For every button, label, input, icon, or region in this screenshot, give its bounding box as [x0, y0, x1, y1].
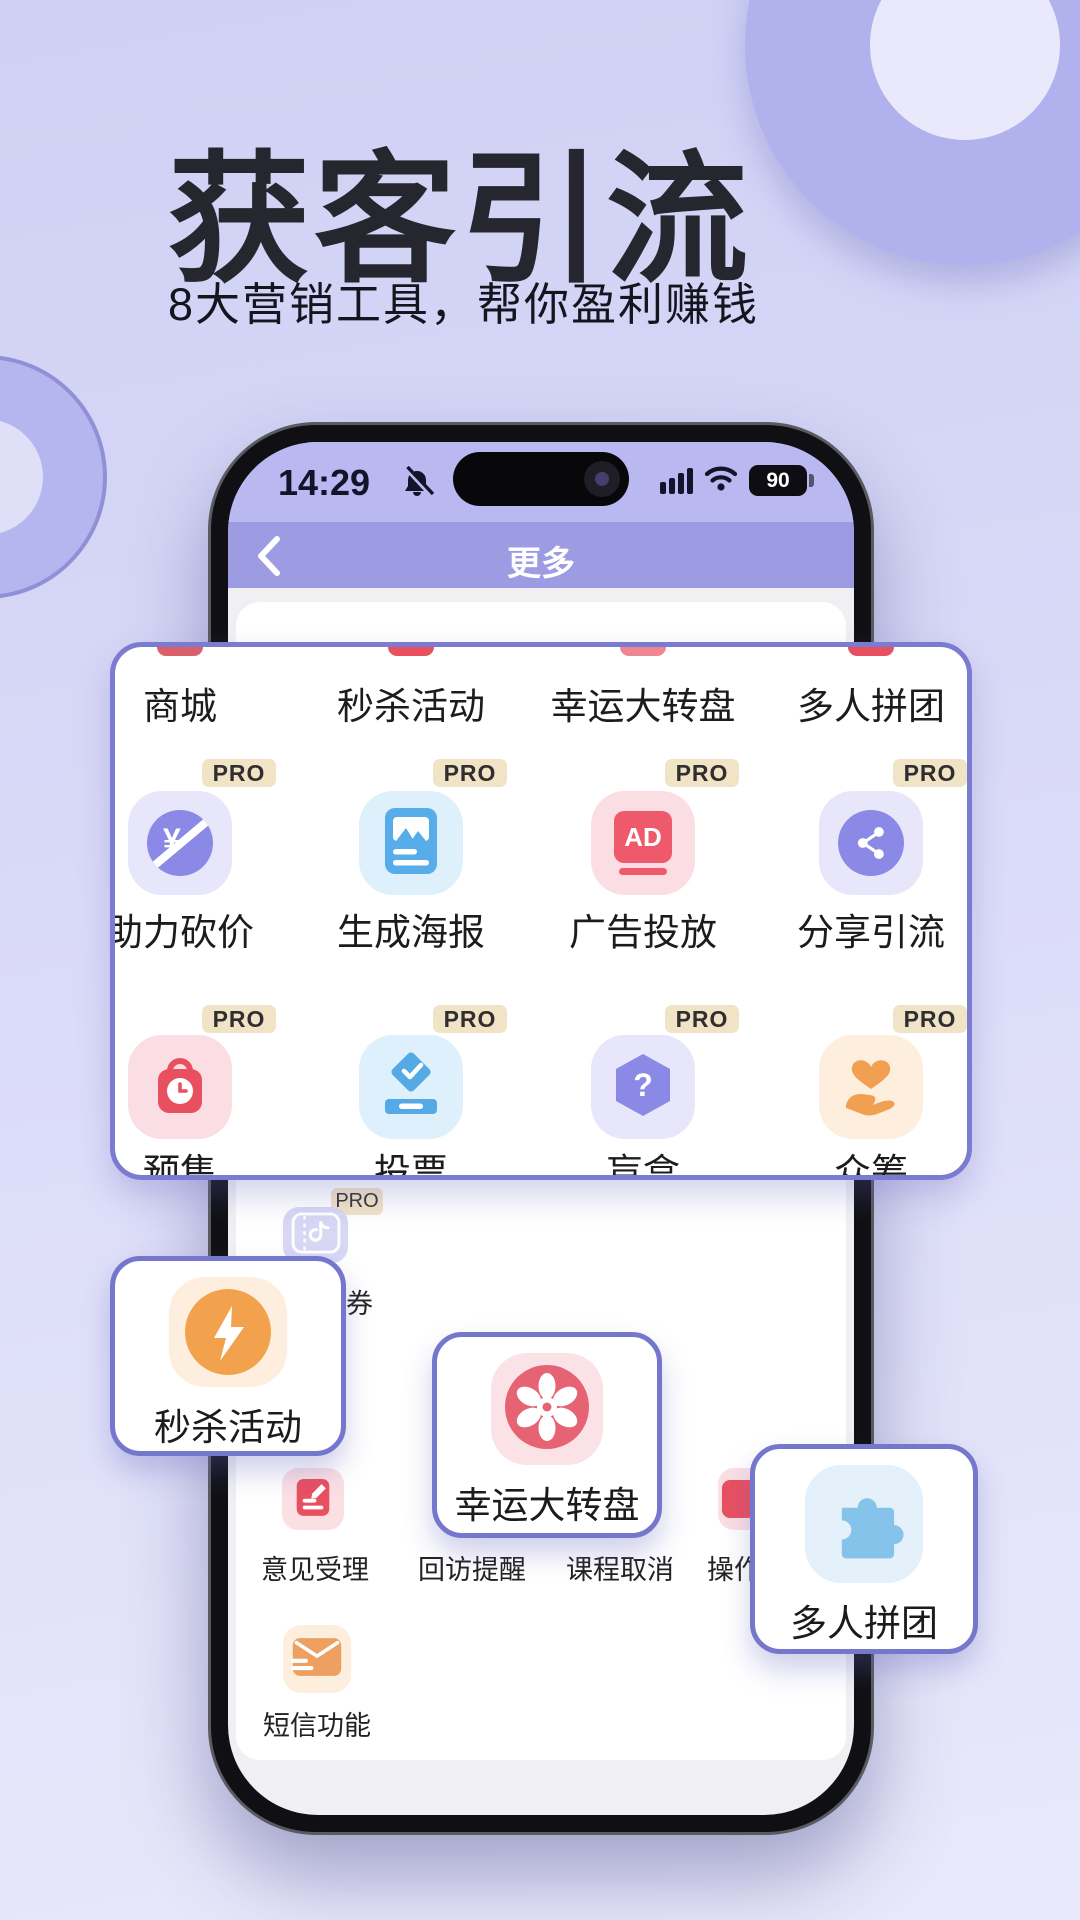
- poster-feature-button[interactable]: [359, 791, 463, 895]
- clock: 14:29: [278, 462, 371, 503]
- crowdfund-feature-button[interactable]: [819, 1035, 923, 1139]
- feedback-doc-icon: [289, 1473, 337, 1526]
- lightning-icon: [185, 1289, 271, 1375]
- page-subtitle: 8大营销工具，帮你盈利赚钱: [168, 279, 760, 330]
- group-buy-callout-label: 多人拼团: [790, 1603, 938, 1644]
- svg-text:?: ?: [633, 1067, 653, 1103]
- feedback-feature-label: 意见受理: [261, 1555, 369, 1585]
- feature-label-mall[interactable]: 商城: [143, 686, 217, 727]
- pro-badge: PRO: [433, 1005, 507, 1033]
- presale-feature-button[interactable]: [128, 1035, 232, 1139]
- coupon-feature-button[interactable]: [283, 1207, 348, 1263]
- status-bar: 14:29 90: [228, 442, 854, 522]
- crowdfund-icon: [838, 1052, 904, 1123]
- sms-feature-button[interactable]: [283, 1625, 351, 1693]
- feature-label-ad[interactable]: 广告投放: [569, 912, 717, 953]
- feature-label-lucky-wheel[interactable]: 幸运大转盘: [550, 686, 736, 727]
- poster-icon: [385, 807, 437, 879]
- feature-label-poster[interactable]: 生成海报: [337, 912, 485, 953]
- flash-sale-callout-label: 秒杀活动: [154, 1407, 302, 1448]
- nav-title: 更多: [507, 545, 575, 583]
- feature-label-group-buy[interactable]: 多人拼团: [797, 686, 945, 727]
- clipped-icon-sliver: [388, 647, 434, 656]
- decorative-ring-left: [0, 359, 103, 595]
- back-button[interactable]: [254, 535, 284, 577]
- pro-badge: PRO: [433, 759, 507, 787]
- course-cancel-label: 课程取消: [566, 1555, 674, 1585]
- sms-feature-label: 短信功能: [263, 1711, 371, 1741]
- pro-badge: PRO: [893, 759, 967, 787]
- lucky-wheel-icon: [504, 1364, 590, 1455]
- feature-label-presale[interactable]: 预售: [143, 1152, 217, 1180]
- feature-label-vote[interactable]: 投票: [374, 1152, 448, 1180]
- pro-badge: PRO: [202, 1005, 276, 1033]
- mute-bell-icon: [400, 465, 435, 505]
- clipped-icon-sliver: [157, 647, 203, 656]
- callback-reminder-label: 回访提醒: [418, 1555, 526, 1585]
- signal-icon: [660, 467, 693, 494]
- bargain-icon: ¥: [147, 810, 213, 876]
- tiktok-coupon-icon: [291, 1211, 341, 1259]
- zoom-panel: 商城 秒杀活动 幸运大转盘 多人拼团 PRO PRO PRO PRO ¥ AD: [110, 642, 972, 1180]
- puzzle-icon: [824, 1484, 904, 1565]
- dynamic-island: [453, 452, 629, 506]
- pro-badge: PRO: [893, 1005, 967, 1033]
- feedback-feature-button[interactable]: [282, 1468, 344, 1530]
- blind-box-feature-button[interactable]: ?: [591, 1035, 695, 1139]
- feature-label-blind-box[interactable]: 盲盒: [606, 1152, 680, 1180]
- pro-badge: PRO: [331, 1188, 383, 1215]
- share-feature-button[interactable]: [819, 791, 923, 895]
- share-icon: [838, 810, 904, 876]
- feature-label-crowdfund[interactable]: 众筹: [834, 1152, 908, 1180]
- vote-icon: [378, 1051, 444, 1124]
- sms-envelope-icon: [291, 1634, 343, 1685]
- page-title: 获客引流: [168, 141, 752, 300]
- blind-box-icon: ?: [612, 1052, 674, 1123]
- battery-icon: 90: [749, 465, 814, 496]
- ad-feature-button[interactable]: AD: [591, 791, 695, 895]
- clipped-icon-sliver: [620, 647, 666, 656]
- coupon-feature-label: 券: [346, 1289, 373, 1319]
- pro-badge: PRO: [665, 1005, 739, 1033]
- clipped-icon-sliver: [848, 647, 894, 656]
- decorative-ring-top-right: [745, 0, 1080, 265]
- nav-bar: 更多: [228, 522, 854, 588]
- flash-sale-callout-card[interactable]: 秒杀活动: [110, 1256, 346, 1456]
- battery-level: 90: [749, 465, 807, 496]
- wifi-icon: [704, 464, 738, 497]
- presale-bag-icon: [150, 1051, 210, 1124]
- ad-icon: AD: [614, 811, 672, 863]
- camera-icon: [584, 461, 620, 497]
- feature-label-flash-sale[interactable]: 秒杀活动: [337, 686, 485, 727]
- pro-badge: PRO: [665, 759, 739, 787]
- lucky-wheel-callout-label: 幸运大转盘: [454, 1485, 640, 1526]
- pro-badge: PRO: [202, 759, 276, 787]
- lucky-wheel-callout-card[interactable]: 幸运大转盘: [432, 1332, 662, 1538]
- vote-feature-button[interactable]: [359, 1035, 463, 1139]
- group-buy-callout-card[interactable]: 多人拼团: [750, 1444, 978, 1654]
- bargain-feature-button[interactable]: ¥: [128, 791, 232, 895]
- feature-label-share[interactable]: 分享引流: [797, 912, 945, 953]
- feature-label-bargain[interactable]: 助力砍价: [110, 912, 254, 953]
